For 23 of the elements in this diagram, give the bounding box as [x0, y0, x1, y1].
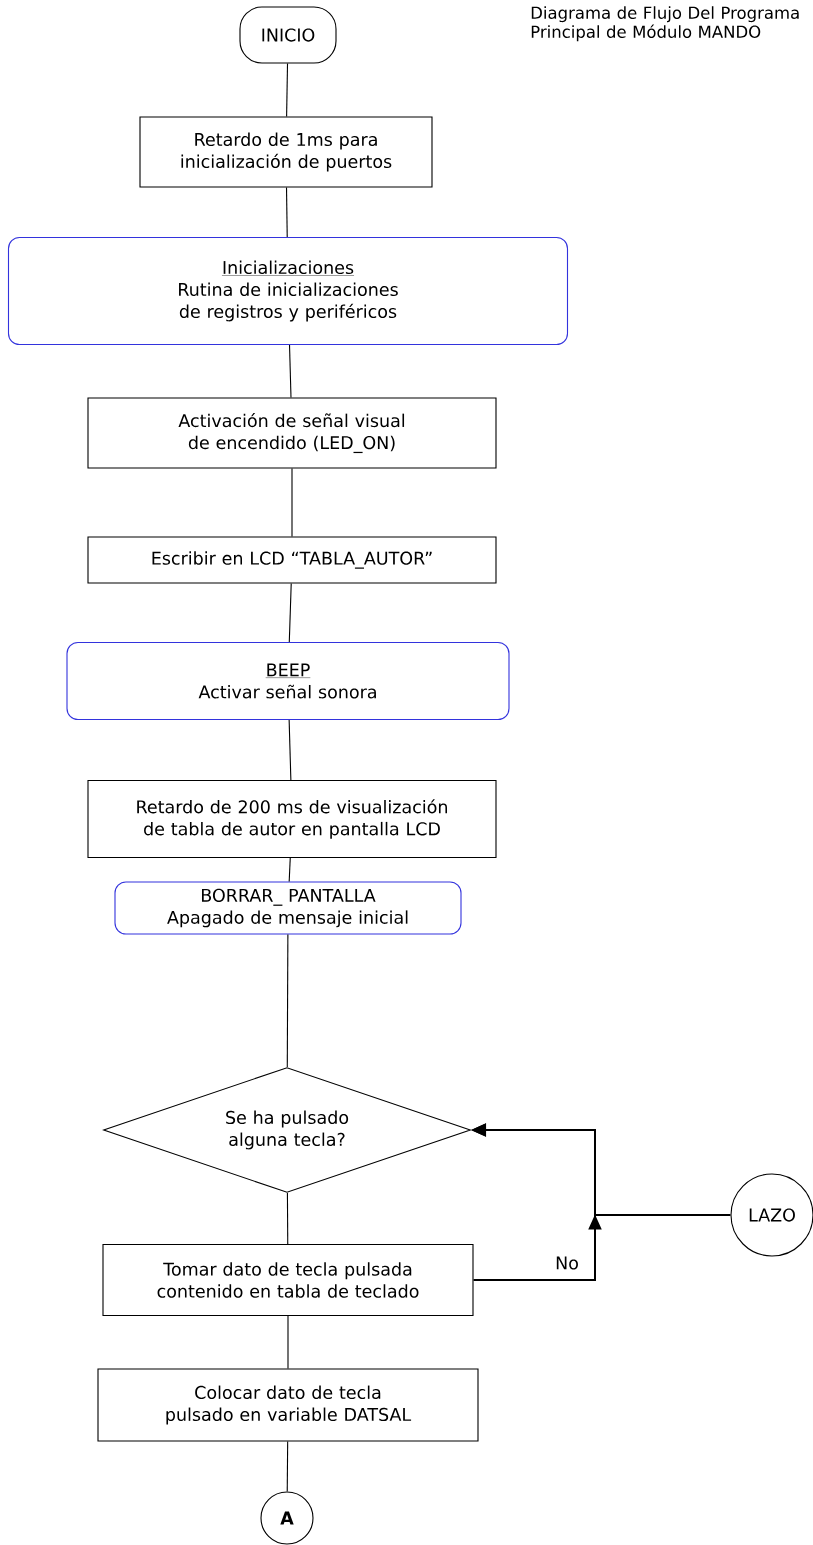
- connector-line: [286, 63, 289, 117]
- connector-line: [287, 1315, 289, 1369]
- connector-line: [288, 857, 291, 882]
- connector-line: [288, 344, 292, 398]
- start-terminal: INICIO: [239, 6, 337, 64]
- edge-label: No: [554, 1255, 580, 1271]
- process-box: Retardo de 1ms para inicialización de puertos: [139, 116, 433, 188]
- process-box: Escribir en LCD “TABLA_AUTOR”: [87, 536, 497, 584]
- connector-line: [288, 719, 292, 781]
- connector-line: [286, 1192, 289, 1245]
- title: Diagrama de Flujo Del Programa Principal de Módulo MANDO: [531, 6, 799, 42]
- subroutine-box: Inicializaciones Rutina de inicializaciones de registros y periféricos: [7, 236, 569, 346]
- connector-line: [286, 1441, 289, 1492]
- subroutine-box: BEEP Activar señal sonora: [66, 641, 510, 721]
- subroutine-box: BORRAR_ PANTALLA Apagado de mensaje inicial: [114, 881, 462, 935]
- connector-line: [288, 583, 292, 643]
- connector-line: [291, 468, 293, 537]
- process-box: Activación de señal visual de encendido (LED_ON): [87, 397, 497, 469]
- connector-line: [285, 187, 288, 238]
- connector-line: [286, 934, 289, 1068]
- process-box: Retardo de 200 ms de visualización de tabla de autor en pantalla LCD: [87, 779, 497, 859]
- process-box: Tomar dato de tecla pulsada contenido en tabla de teclado: [102, 1243, 474, 1317]
- process-box: Colocar dato de tecla pulsado en variable DATSAL: [97, 1368, 479, 1442]
